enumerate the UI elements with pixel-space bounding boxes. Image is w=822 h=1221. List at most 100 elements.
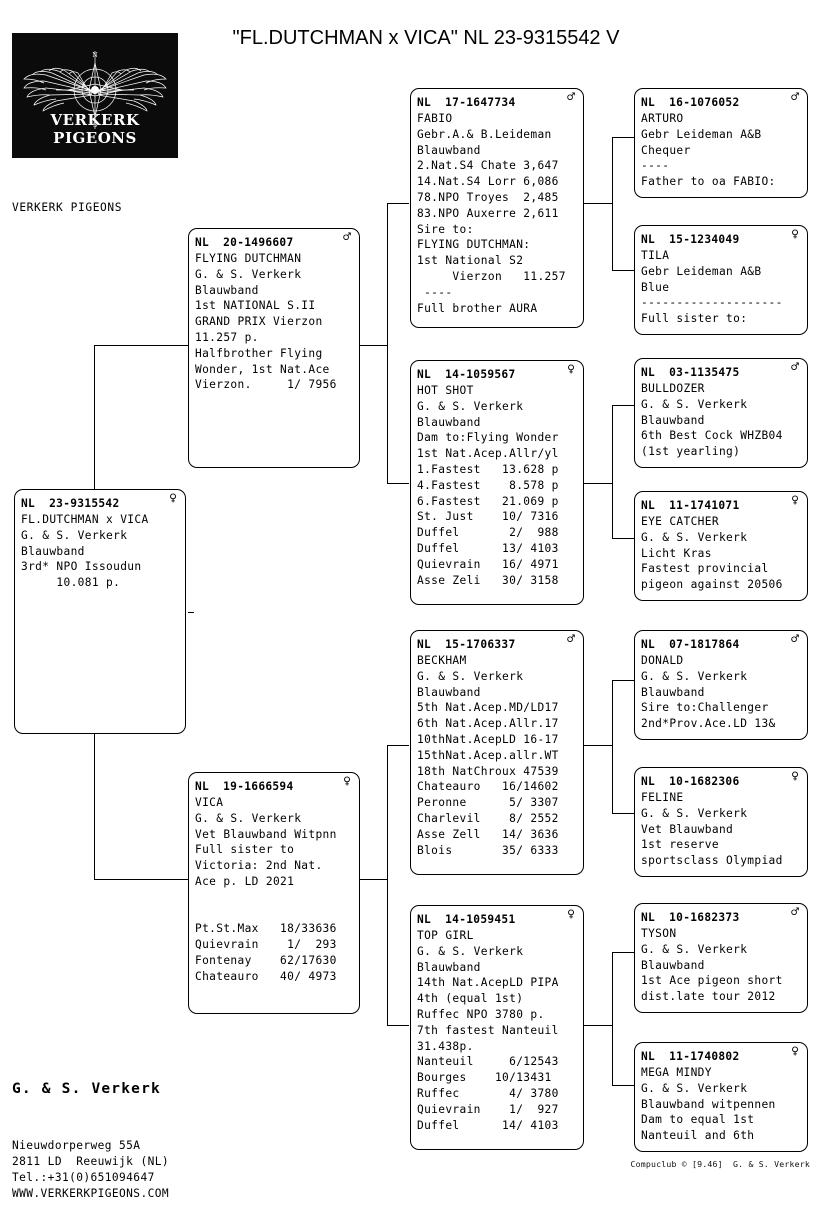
connector — [584, 1025, 612, 1027]
text-line: 3rd* NPO Issoudun — [21, 560, 142, 574]
text-line: 6th Best Cock WHZB04 — [641, 429, 783, 443]
connector — [612, 680, 614, 813]
text-line: Chequer — [641, 143, 691, 157]
text-line: Vet Blauwband Witpnn — [195, 827, 337, 841]
text-line: Peronne 5/ 3307 — [417, 796, 559, 810]
text-line: 10thNat.AcepLD 16-17 — [417, 732, 559, 746]
svg-text:N: N — [92, 52, 97, 59]
text-line: Bourges 10/13431 — [417, 1071, 552, 1085]
connector — [387, 483, 409, 485]
text-line: 83.NPO Auxerre 2,611 — [417, 206, 559, 220]
connector — [584, 483, 612, 485]
sex-symbol: ♂ — [791, 360, 799, 375]
connector — [584, 203, 612, 205]
sex-symbol: ♂ — [791, 905, 799, 920]
page-title: "FL.DUTCHMAN x VICA" NL 23-9315542 V — [232, 27, 620, 49]
text-line: G. & S. Verkerk — [641, 669, 748, 683]
ring-number: NL 23-9315542 — [21, 497, 120, 510]
text-line: Gebr Leideman A&B — [641, 264, 762, 278]
sex-symbol: ♀ — [791, 1044, 799, 1059]
text-line: Blauwband — [641, 685, 705, 699]
text-line: 4th (equal 1st) — [417, 992, 524, 1006]
software-credit: Compuclub © [9.46] G. & S. Verkerk — [630, 1159, 810, 1169]
text-line: Full sister to — [195, 843, 295, 857]
text-line: ---- — [641, 159, 670, 173]
text-line: Fastest provincial — [641, 562, 769, 576]
connector — [612, 952, 634, 954]
text-line: BULLDOZER — [641, 382, 705, 395]
text-line: Full sister to: — [641, 312, 748, 326]
text-line: Chateauro 16/14602 — [417, 780, 559, 794]
text-line: Blauwband — [417, 960, 481, 974]
text-line: 5th Nat.Acep.MD/LD17 — [417, 701, 559, 715]
connector — [387, 745, 409, 747]
text-line: Halfbrother Flying — [195, 346, 323, 360]
connector — [387, 745, 389, 1025]
text-line: Gebr Leideman A&B — [641, 127, 762, 141]
sex-symbol: ♀ — [791, 493, 799, 508]
sex-symbol: ♂ — [791, 90, 799, 105]
text-line: 14.Nat.S4 Lorr 6,086 — [417, 175, 559, 189]
brand-line: VERKERK PIGEONS — [12, 201, 123, 214]
connector — [612, 813, 634, 815]
text-line: 6th Nat.Acep.Allr.17 — [417, 717, 559, 731]
connector — [584, 745, 612, 747]
text-line: G. & S. Verkerk — [417, 399, 524, 413]
text-line: G. & S. Verkerk — [641, 942, 748, 956]
text-line: TOP GIRL — [417, 929, 474, 942]
text-line: BECKHAM — [417, 654, 467, 667]
text-line: Duffel 13/ 4103 — [417, 541, 559, 555]
text-line: Victoria: 2nd Nat. — [195, 859, 323, 873]
text-line: 18th NatChroux 47539 — [417, 764, 559, 778]
text-line: sportsclass Olympiad — [641, 854, 783, 868]
text-line: TYSON — [641, 927, 677, 940]
text-line: 1st NATIONAL S.II — [195, 299, 316, 313]
connector — [612, 405, 614, 538]
text-line: 2811 LD Reeuwijk (NL) — [12, 1155, 169, 1168]
winged-compass-icon: N S — [23, 51, 167, 129]
text-line: 78.NPO Troyes 2,485 — [417, 190, 559, 204]
text-line: Blauwband — [641, 413, 705, 427]
text-line: FLYING DUTCHMAN: — [417, 238, 531, 252]
text-line: pigeon against 20506 — [641, 578, 783, 592]
text-line: Blauwband — [21, 544, 85, 558]
svg-text:S: S — [93, 122, 97, 129]
text-line: 10.081 p. — [21, 576, 121, 590]
text-line — [195, 906, 353, 922]
connector — [360, 345, 388, 347]
text-line — [195, 890, 353, 906]
text-line: Blauwband — [417, 143, 481, 157]
ring-number: NL 16-1076052 — [641, 96, 740, 109]
connector — [387, 203, 409, 205]
text-line: WWW.VERKERKPIGEONS.COM — [12, 1187, 169, 1200]
connector — [387, 203, 389, 483]
text-line: G. & S. Verkerk — [641, 806, 748, 820]
ring-number: NL 10-1682306 — [641, 775, 740, 788]
text-line: Chateauro 40/ 4973 — [195, 969, 337, 983]
text-line: FL.DUTCHMAN x VICA — [21, 513, 149, 526]
footer-name: G. & S. Verkerk — [12, 1081, 161, 1097]
text-line: 31.438p. — [417, 1039, 474, 1053]
text-line: 1.Fastest 13.628 p — [417, 462, 559, 476]
